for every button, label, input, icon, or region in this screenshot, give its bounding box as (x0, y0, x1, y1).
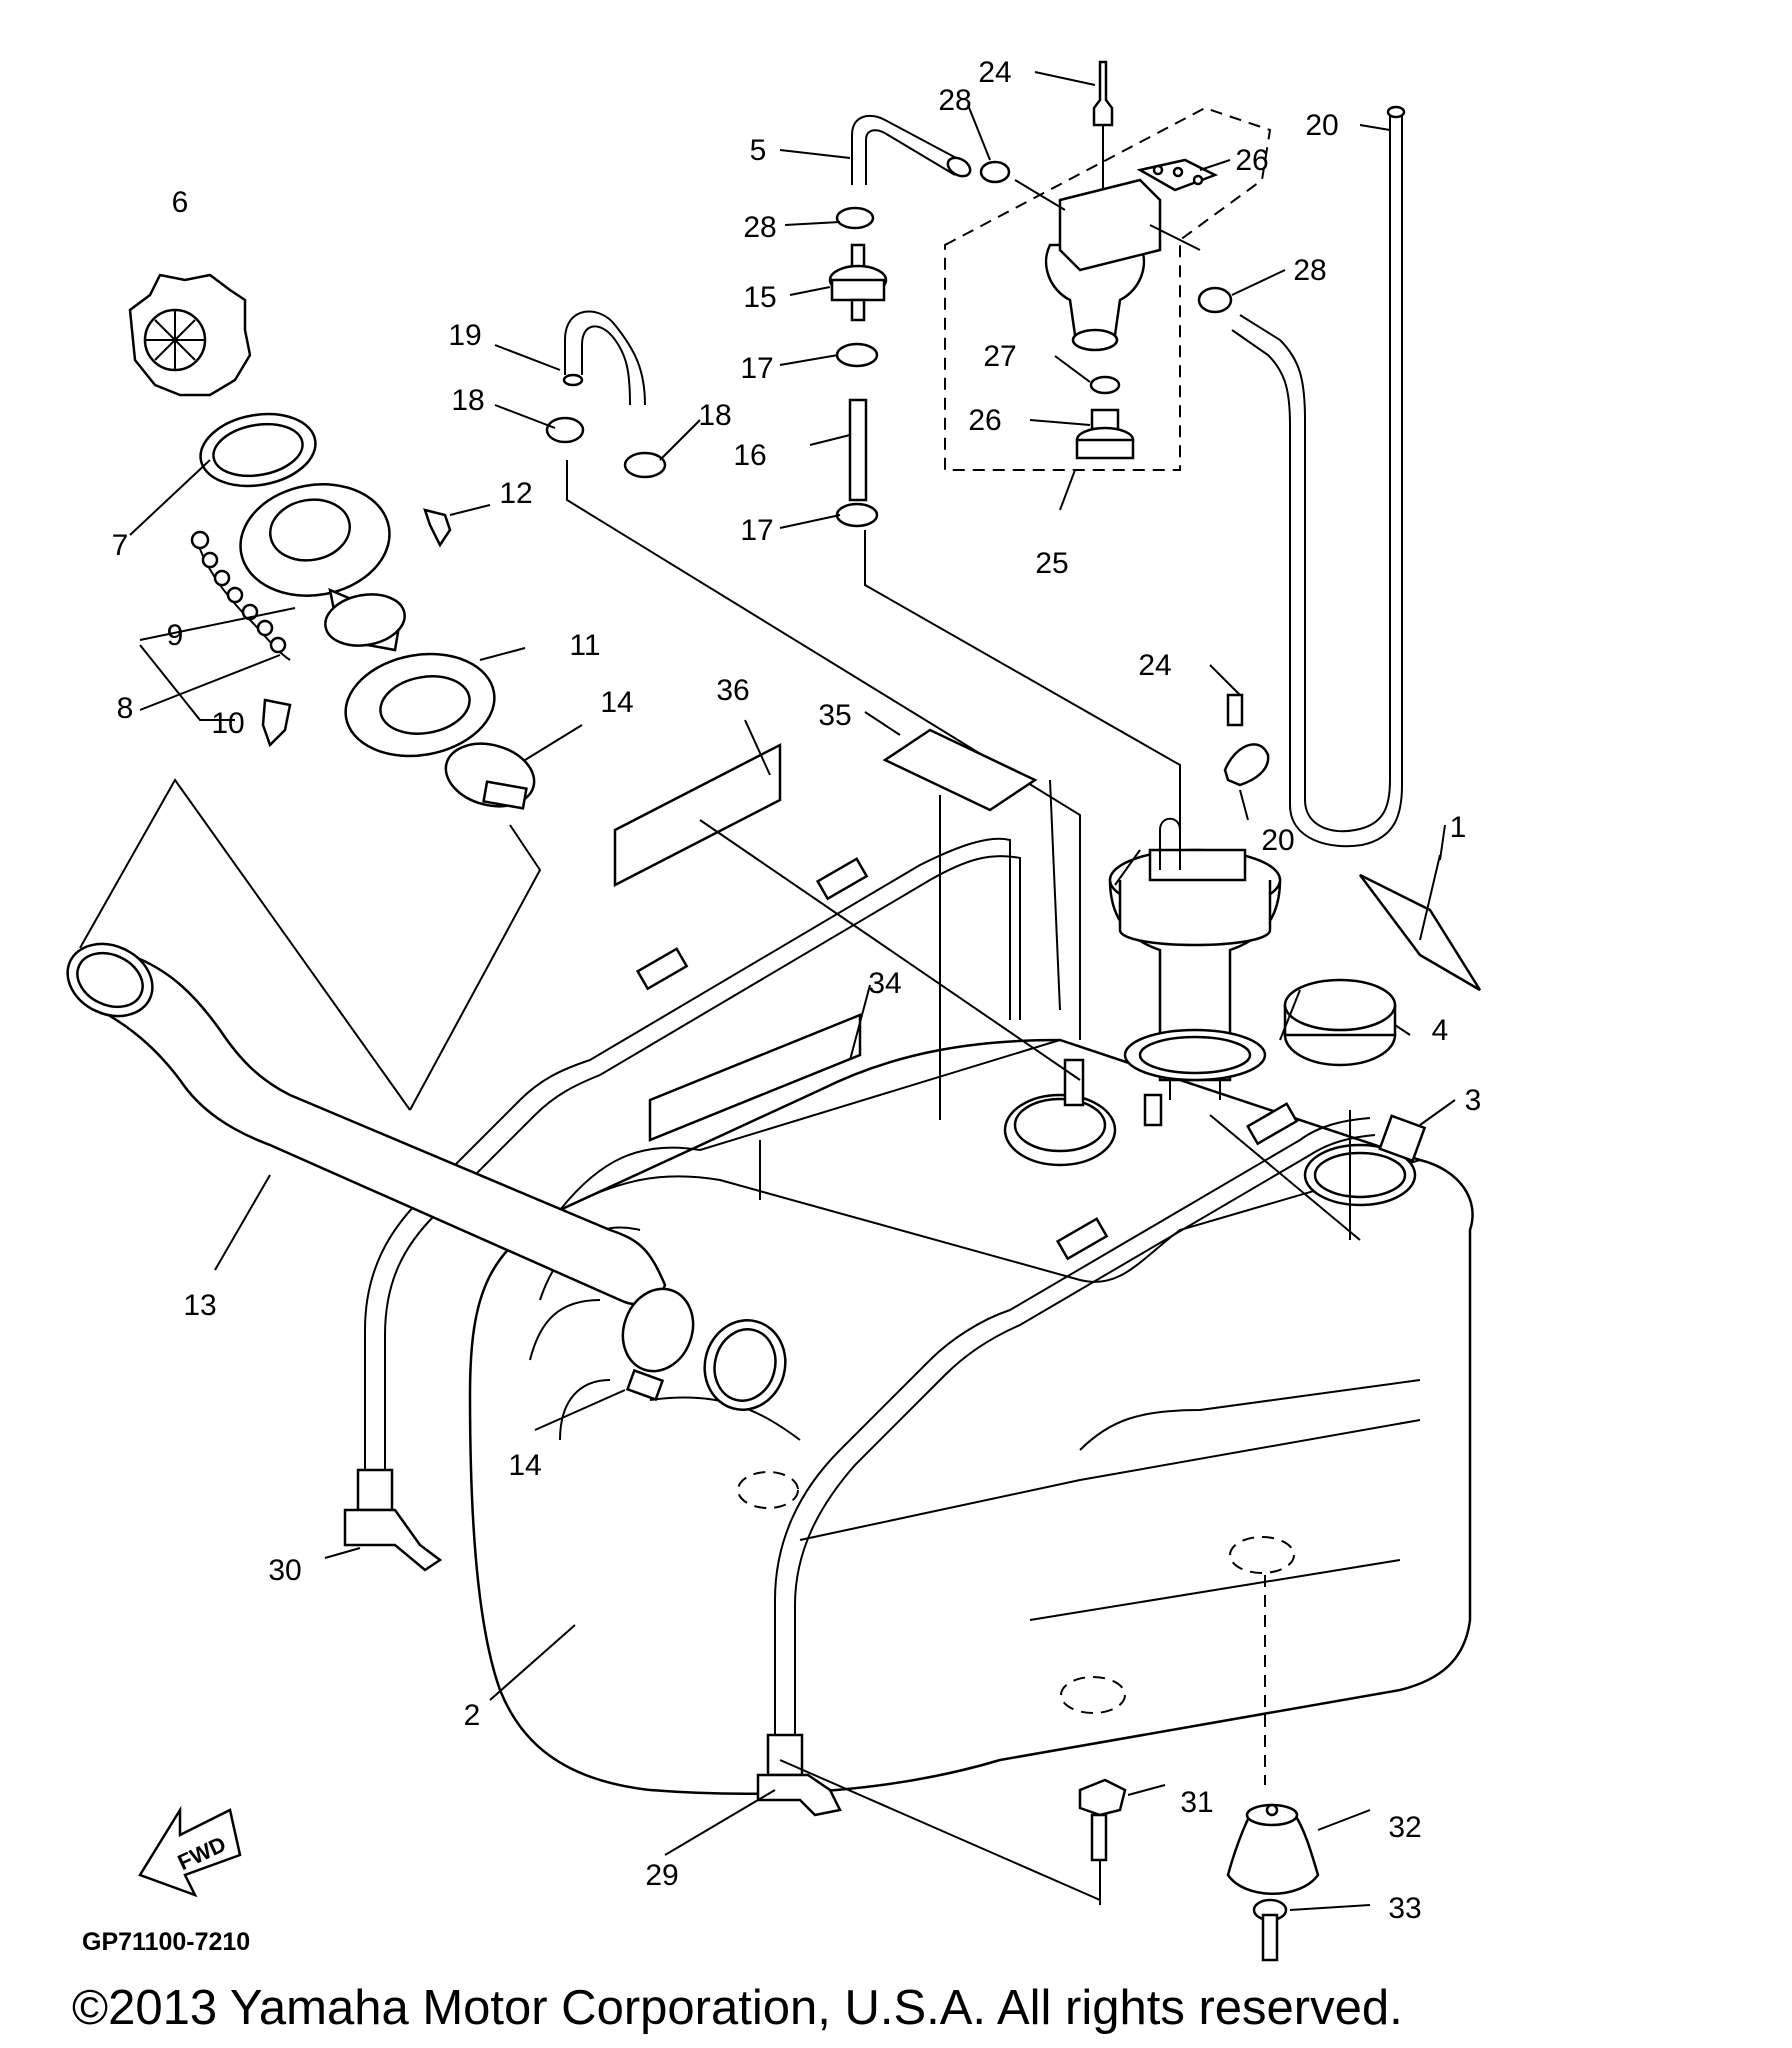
callout-leaders (129, 71, 1456, 1911)
callout-10: 10 (211, 707, 244, 740)
cap-4 (1283, 978, 1397, 1067)
fuel-filter-cup (1014, 178, 1201, 352)
clamp-21 (1223, 693, 1270, 787)
callout-8: 8 (117, 692, 134, 725)
drain-plug-25 (1075, 408, 1135, 460)
neck-gasket (344, 652, 496, 758)
callout-17-bottom: 17 (740, 514, 773, 547)
copyright-notice: ©2013 Yamaha Motor Corporation, U.S.A. A… (72, 1981, 1403, 2035)
fuel-sender (1108, 817, 1282, 1127)
strap-front (343, 837, 1021, 1572)
callout-27: 24 (978, 56, 1011, 89)
fwd-arrow-icon: FWD (138, 1805, 242, 1898)
bolt-31 (1078, 1778, 1127, 1862)
hose-clamp (621, 1287, 787, 1411)
clamps-18 (545, 416, 667, 479)
callout-4: 4 (1432, 1014, 1449, 1047)
filler-hose (66, 942, 667, 1306)
callout-29: 29 (645, 1859, 678, 1892)
callout-16: 16 (733, 439, 766, 472)
callout-14-top: 14 (600, 686, 633, 719)
callout-28-top: 28 (938, 84, 971, 117)
callout-26: 27 (983, 340, 1016, 373)
filler-cap (128, 273, 252, 397)
label-1 (1359, 873, 1482, 992)
callout-18-right: 18 (698, 399, 731, 432)
label-35 (882, 728, 1038, 812)
callout-6: 6 (172, 186, 189, 219)
hose-clamp-upper (444, 742, 536, 810)
callout-32: 32 (1388, 1811, 1421, 1844)
fuel-tank (468, 1038, 1474, 1795)
callout-15: 15 (743, 281, 776, 314)
callout-33: 33 (1388, 1892, 1421, 1925)
callout-2: 2 (464, 1699, 481, 1732)
callout-5: 5 (750, 134, 767, 167)
callout-28-mid: 28 (743, 211, 776, 244)
filter-assembly-box (944, 106, 1272, 471)
callout-25: 26 (968, 404, 1001, 437)
callout-19: 19 (448, 319, 481, 352)
label-34 (648, 1013, 862, 1142)
clamp-28 (835, 206, 875, 230)
callout-21: 20 (1261, 824, 1294, 857)
clamp-17a (835, 342, 879, 368)
filter-bracket-24 (1136, 158, 1219, 192)
cap-chain (190, 530, 291, 661)
screw-27 (1092, 60, 1114, 190)
strap-rear (635, 857, 1376, 1817)
breather-hose-19 (562, 310, 646, 406)
damper-32 (1226, 1803, 1320, 1895)
callout-23: 25 (1035, 547, 1068, 580)
callout-7: 7 (112, 529, 129, 562)
callout-18-left: 18 (451, 384, 484, 417)
label-36 (613, 742, 782, 888)
callout-3: 3 (1465, 1084, 1482, 1117)
fuel-hose-5 (851, 114, 1011, 185)
callout-9: 9 (167, 619, 184, 652)
callout-20: 20 (1305, 109, 1338, 142)
fuel-filter-15 (828, 243, 888, 322)
clamp-3 (1303, 1114, 1427, 1207)
callout-34: 34 (868, 967, 901, 1000)
callout-11: 11 (569, 629, 600, 662)
callout-14-bottom: 14 (508, 1449, 541, 1482)
callout-28-right: 28 (1293, 254, 1326, 287)
tank-opening-left (1003, 1058, 1117, 1167)
callout-31: 31 (1180, 1786, 1213, 1819)
callout-17-top: 17 (740, 352, 773, 385)
screw (423, 508, 452, 548)
callout-labels: 24 28 20 5 26 6 28 28 15 19 27 17 18 18 … (112, 56, 1482, 1925)
filler-neck (239, 483, 406, 652)
callout-24: 26 (1235, 144, 1268, 177)
pipe-16 (848, 398, 868, 502)
o-ring-26 (1089, 375, 1121, 395)
callout-36: 36 (716, 674, 749, 707)
clamp-17b (835, 502, 879, 528)
callout-35: 35 (818, 699, 851, 732)
rivet (261, 698, 292, 748)
callout-30: 30 (268, 1554, 301, 1587)
callout-12: 12 (499, 477, 532, 510)
callout-22: 24 (1138, 649, 1171, 682)
return-hose (1231, 105, 1406, 848)
callout-13: 13 (183, 1289, 216, 1322)
bolt-33 (1252, 1898, 1288, 1962)
callout-1: 1 (1450, 811, 1467, 844)
drawing-code: GP71100-7210 (82, 1928, 250, 1956)
clamp-28-right (1197, 286, 1233, 314)
